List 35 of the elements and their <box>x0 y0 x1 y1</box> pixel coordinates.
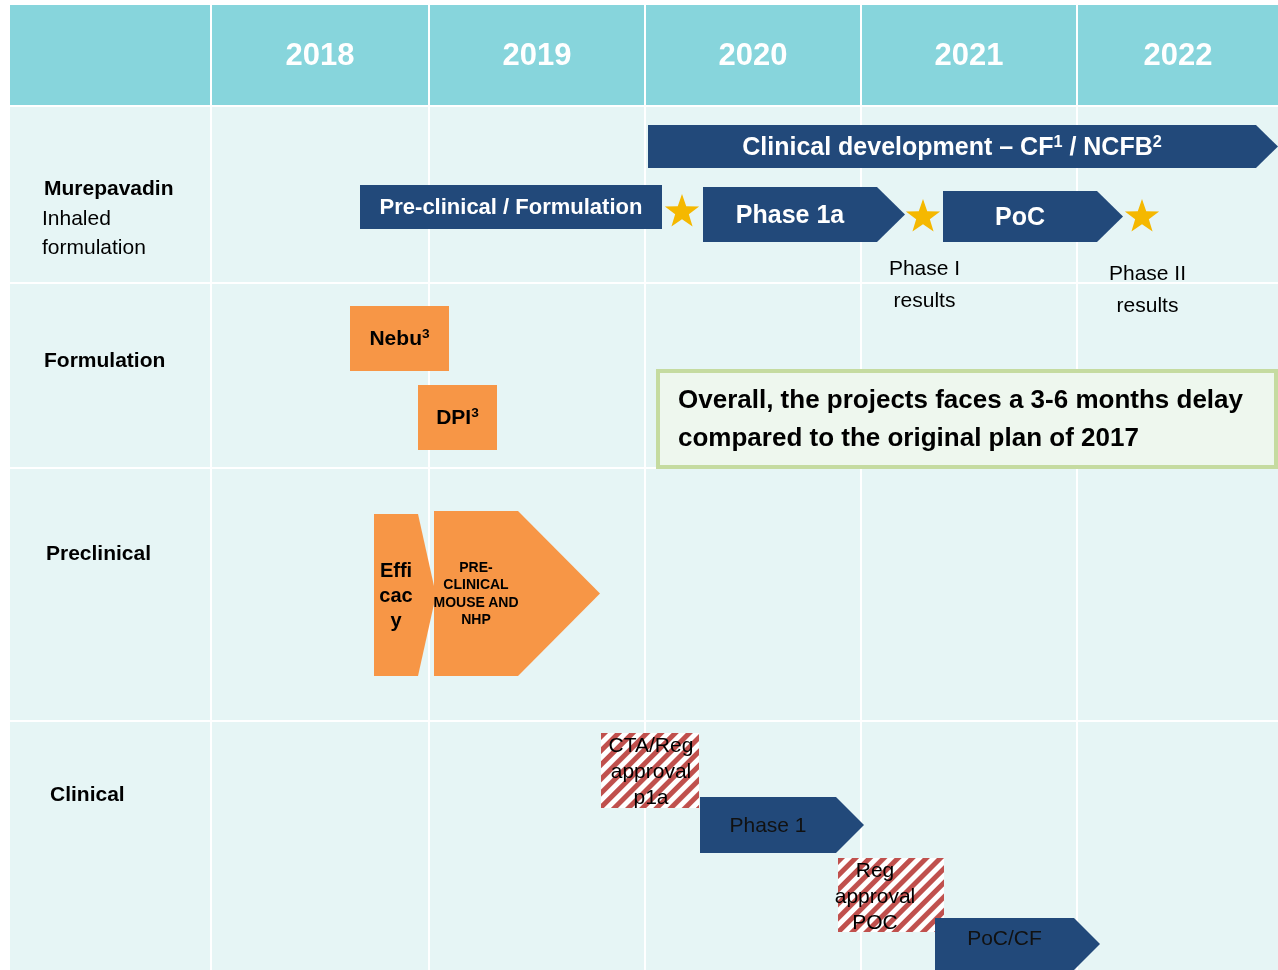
year-heading: 2020 <box>718 36 788 75</box>
task-label: Phase 1a <box>735 198 845 230</box>
task-bar <box>374 514 436 676</box>
task-label: Pre-clinical / Formulation <box>379 193 643 221</box>
task-box <box>350 306 449 371</box>
task-label: Clinical development – CF$^{1}$ / NCFB$^{2}$ <box>742 130 1162 162</box>
note-text: Overall, the projects faces a 3-6 months delay compared to the original plan of 2017 <box>678 383 1244 454</box>
milestone-caption: Phase II results <box>1107 260 1188 318</box>
task-label: PoC/CF <box>967 924 1042 951</box>
year-heading: 2021 <box>934 36 1004 75</box>
row-label: Clinical <box>50 781 125 808</box>
year-heading: 2022 <box>1143 36 1213 75</box>
task-label: DPI$^{3}$ <box>436 404 479 431</box>
phase-bar <box>935 918 1100 970</box>
task-label: PoC <box>995 200 1045 232</box>
task-label: Efficacy <box>378 557 414 633</box>
phase-bar <box>943 191 1123 242</box>
note-box <box>656 369 1278 469</box>
row-label: Preclinical <box>46 540 152 567</box>
phase-bar <box>703 187 905 242</box>
hatched-milestone-box <box>601 733 699 808</box>
task-label: PRE-CLINICAL MOUSE AND NHP <box>432 558 520 629</box>
milestone-caption: Phase I results <box>887 255 962 313</box>
row-label: Inhaled formulation <box>42 204 147 260</box>
task-box <box>418 385 497 450</box>
row-label: Formulation <box>44 347 166 374</box>
phase-bar <box>700 797 864 853</box>
phase-bar <box>360 185 662 229</box>
task-label: CTA/Reg approval p1a <box>607 731 695 811</box>
phase-bar <box>648 125 1278 168</box>
year-heading: 2018 <box>285 36 355 75</box>
task-label: Nebu$^{3}$ <box>369 325 430 352</box>
row-label: Murepavadin <box>44 175 174 202</box>
task-label: Phase 1 <box>729 811 807 838</box>
year-heading: 2019 <box>502 36 572 75</box>
